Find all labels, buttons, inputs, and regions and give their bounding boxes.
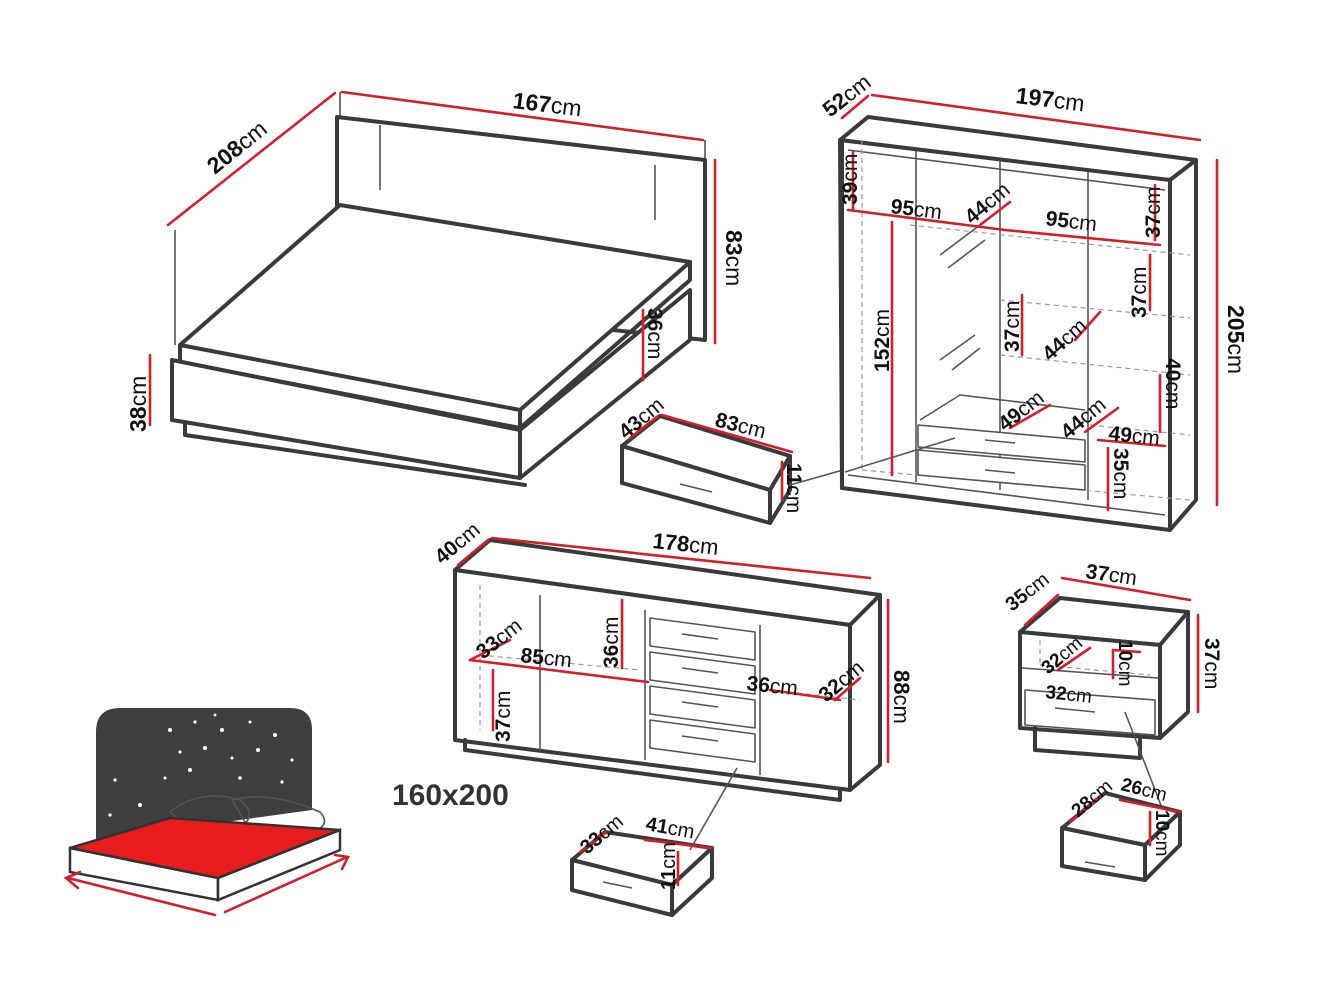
wardrobe-drawer-height-label: 35cm bbox=[1109, 448, 1132, 499]
sideboard-drawing bbox=[453, 538, 882, 802]
wardrobe-middle-shelf-label: 37cm bbox=[1001, 301, 1024, 352]
bed-drawer-height-label: 11cm bbox=[782, 463, 805, 513]
sideboard-lower-height-label: 37cm bbox=[492, 691, 515, 742]
nightstand-drawer-width-label: 26cm bbox=[1119, 774, 1169, 806]
mattress-size-icon bbox=[63, 708, 350, 917]
bed-headboard-height-label: 83cm bbox=[721, 230, 747, 286]
wardrobe-right-shelf-width-label: 49cm bbox=[1107, 422, 1160, 450]
wardrobe-right-section-width-label: 95cm bbox=[1044, 207, 1098, 236]
wardrobe-top-shelf-label: 39cm bbox=[839, 154, 862, 205]
wardrobe-right-lower-label: 40cm bbox=[1161, 358, 1184, 409]
bed-drawer-drawing bbox=[620, 414, 851, 525]
wardrobe-width-label: 197cm bbox=[1014, 82, 1086, 116]
wardrobe-hanging-height-label: 152cm bbox=[871, 309, 894, 372]
nightstand-height-label: 37cm bbox=[1200, 638, 1223, 689]
nightstand-width-label: 37cm bbox=[1084, 560, 1138, 590]
stars-icon bbox=[108, 713, 294, 817]
sideboard-height-label: 88cm bbox=[889, 670, 914, 724]
bed-width-label: 167cm bbox=[511, 87, 583, 121]
wardrobe-right-top-shelf-label: 37cm bbox=[1142, 187, 1165, 238]
bed-drawer-dimensions: 43cm 83cm 11cm bbox=[614, 393, 805, 513]
bed-drawing bbox=[170, 115, 707, 487]
sideboard-right-inner-width-label: 36cm bbox=[745, 672, 798, 700]
bed-sheet bbox=[70, 818, 340, 878]
nightstand-niche-height-label: 10cm bbox=[1114, 640, 1135, 686]
nightstand-drawer-height-label: 10cm bbox=[1151, 810, 1172, 856]
sideboard-drawer-dimensions: 33cm 41cm 11cm bbox=[576, 811, 714, 890]
nightstand-dimensions: 35cm 37cm 37cm 32cm 10cm 32cm bbox=[1002, 560, 1223, 809]
nightstand-niche-width-label: 32cm bbox=[1044, 682, 1092, 708]
bed-dimensions: 208cm 167cm 83cm 38cm 36cm bbox=[125, 87, 747, 432]
wardrobe-left-section-width-label: 95cm bbox=[889, 195, 943, 224]
sideboard-left-inner-width-label: 85cm bbox=[519, 644, 572, 672]
sideboard-drawer-height-label: 11cm bbox=[658, 842, 680, 890]
sideboard-drawer-width-label: 41cm bbox=[644, 813, 696, 843]
wardrobe-height-label: 205cm bbox=[1223, 305, 1249, 374]
bed-drawer-height-label: 36cm bbox=[643, 308, 666, 359]
sideboard-width-label: 178cm bbox=[651, 528, 719, 560]
bed-drawer-width-label: 83cm bbox=[713, 409, 768, 444]
mattress-size-label: 160x200 bbox=[392, 779, 509, 812]
sideboard-upper-height-label: 36cm bbox=[600, 617, 623, 668]
bed-frame-height-label: 38cm bbox=[125, 376, 151, 432]
nightstand-drawing bbox=[1018, 596, 1190, 760]
night-sky-headboard bbox=[96, 708, 312, 840]
wardrobe-right-mid-shelf-label: 37cm bbox=[1128, 267, 1151, 318]
